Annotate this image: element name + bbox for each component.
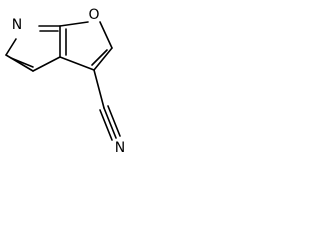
bond-c2-c3-inner <box>91 49 108 66</box>
bond-triple-1 <box>103 107 117 139</box>
bond-triple-3 <box>99 109 113 141</box>
bond-o-c2 <box>99 21 113 49</box>
bond-c7a-o <box>59 21 89 27</box>
atom-label-nitrile-nitrogen: N <box>115 140 125 156</box>
chemical-structure-diagram: N O N <box>5 7 125 156</box>
bond-n-c3 <box>5 38 17 56</box>
nitrile-group <box>93 69 121 141</box>
atom-label-pyridine-nitrogen: N <box>12 17 22 33</box>
bond-c4-c3a <box>32 56 61 72</box>
bond-c3-c3a <box>59 56 95 71</box>
bond-c3-c4-inner <box>10 57 34 68</box>
pyridine-ring <box>5 25 67 72</box>
bond-c2-c3 <box>93 47 113 71</box>
atom-label-furan-oxygen: O <box>88 7 99 23</box>
furan-ring <box>59 21 113 71</box>
bond-c3-cn <box>93 69 105 109</box>
bond-c3-c4 <box>5 54 34 72</box>
bond-triple-2 <box>107 105 121 137</box>
